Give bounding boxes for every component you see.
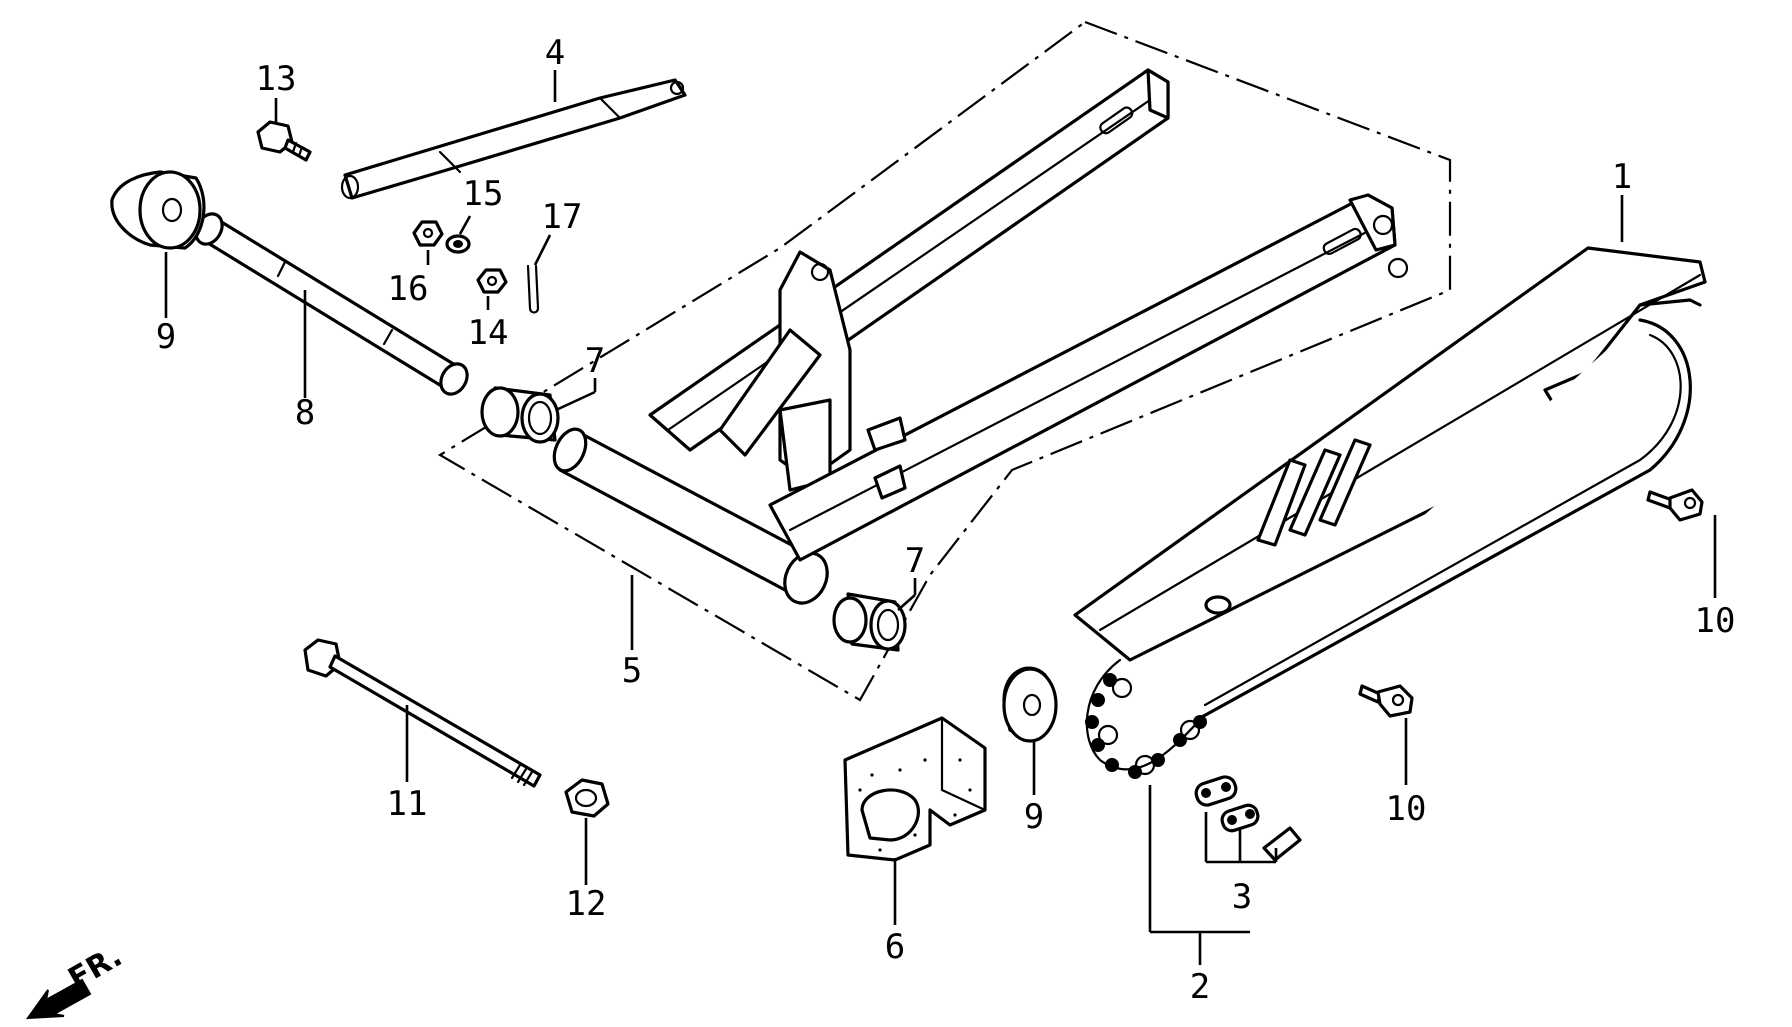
callout-labels: 1 2 3 4 5 6 7 7 8 9 9 10 10 11 12 13 14 … (156, 33, 1736, 1007)
callout-11: 11 (387, 784, 428, 824)
chain-slider (843, 716, 987, 862)
chain-case (1073, 246, 1707, 720)
callout-10b: 10 (1386, 789, 1427, 829)
nut-14 (476, 268, 508, 294)
pivot-bushing-upper (480, 386, 560, 444)
callout-15: 15 (463, 174, 504, 214)
callout-16: 16 (388, 269, 429, 309)
callout-14: 14 (468, 313, 509, 353)
callout-7b: 7 (905, 541, 925, 581)
washer-15 (445, 234, 471, 254)
dust-seal-left (110, 170, 206, 250)
chain-case-bolt-lower (1358, 684, 1414, 718)
chain-case-bolt-right (1646, 488, 1704, 522)
callout-3: 3 (1232, 877, 1252, 917)
callout-9a: 9 (156, 317, 176, 357)
cotter-pin-17 (526, 264, 540, 314)
torque-link-bolt (256, 120, 312, 162)
drive-chain (1085, 658, 1207, 779)
front-direction-indicator: FR. (25, 939, 128, 1020)
front-arrow-icon (25, 978, 92, 1020)
callout-12: 12 (566, 884, 607, 924)
callout-7a: 7 (585, 341, 605, 381)
callout-6: 6 (885, 927, 905, 967)
torque-link (340, 78, 687, 200)
callout-5: 5 (622, 651, 642, 691)
master-link (1194, 775, 1302, 862)
callout-10a: 10 (1695, 601, 1736, 641)
pivot-bolt (303, 638, 542, 788)
callout-13: 13 (256, 59, 297, 99)
chain-roller (1002, 666, 1058, 743)
pivot-collar (194, 212, 469, 396)
swingarm (552, 68, 1409, 605)
leader-lines (164, 70, 1717, 965)
callout-9b: 9 (1024, 797, 1044, 837)
pivot-bushing-lower (832, 592, 907, 652)
callout-1: 1 (1612, 157, 1632, 197)
nut-16 (412, 220, 444, 247)
callout-17: 17 (542, 197, 583, 237)
pivot-nut (564, 778, 610, 818)
callout-8: 8 (295, 393, 315, 433)
callout-4: 4 (545, 33, 565, 73)
callout-2: 2 (1190, 967, 1210, 1007)
assembly-outline (437, 20, 1452, 702)
